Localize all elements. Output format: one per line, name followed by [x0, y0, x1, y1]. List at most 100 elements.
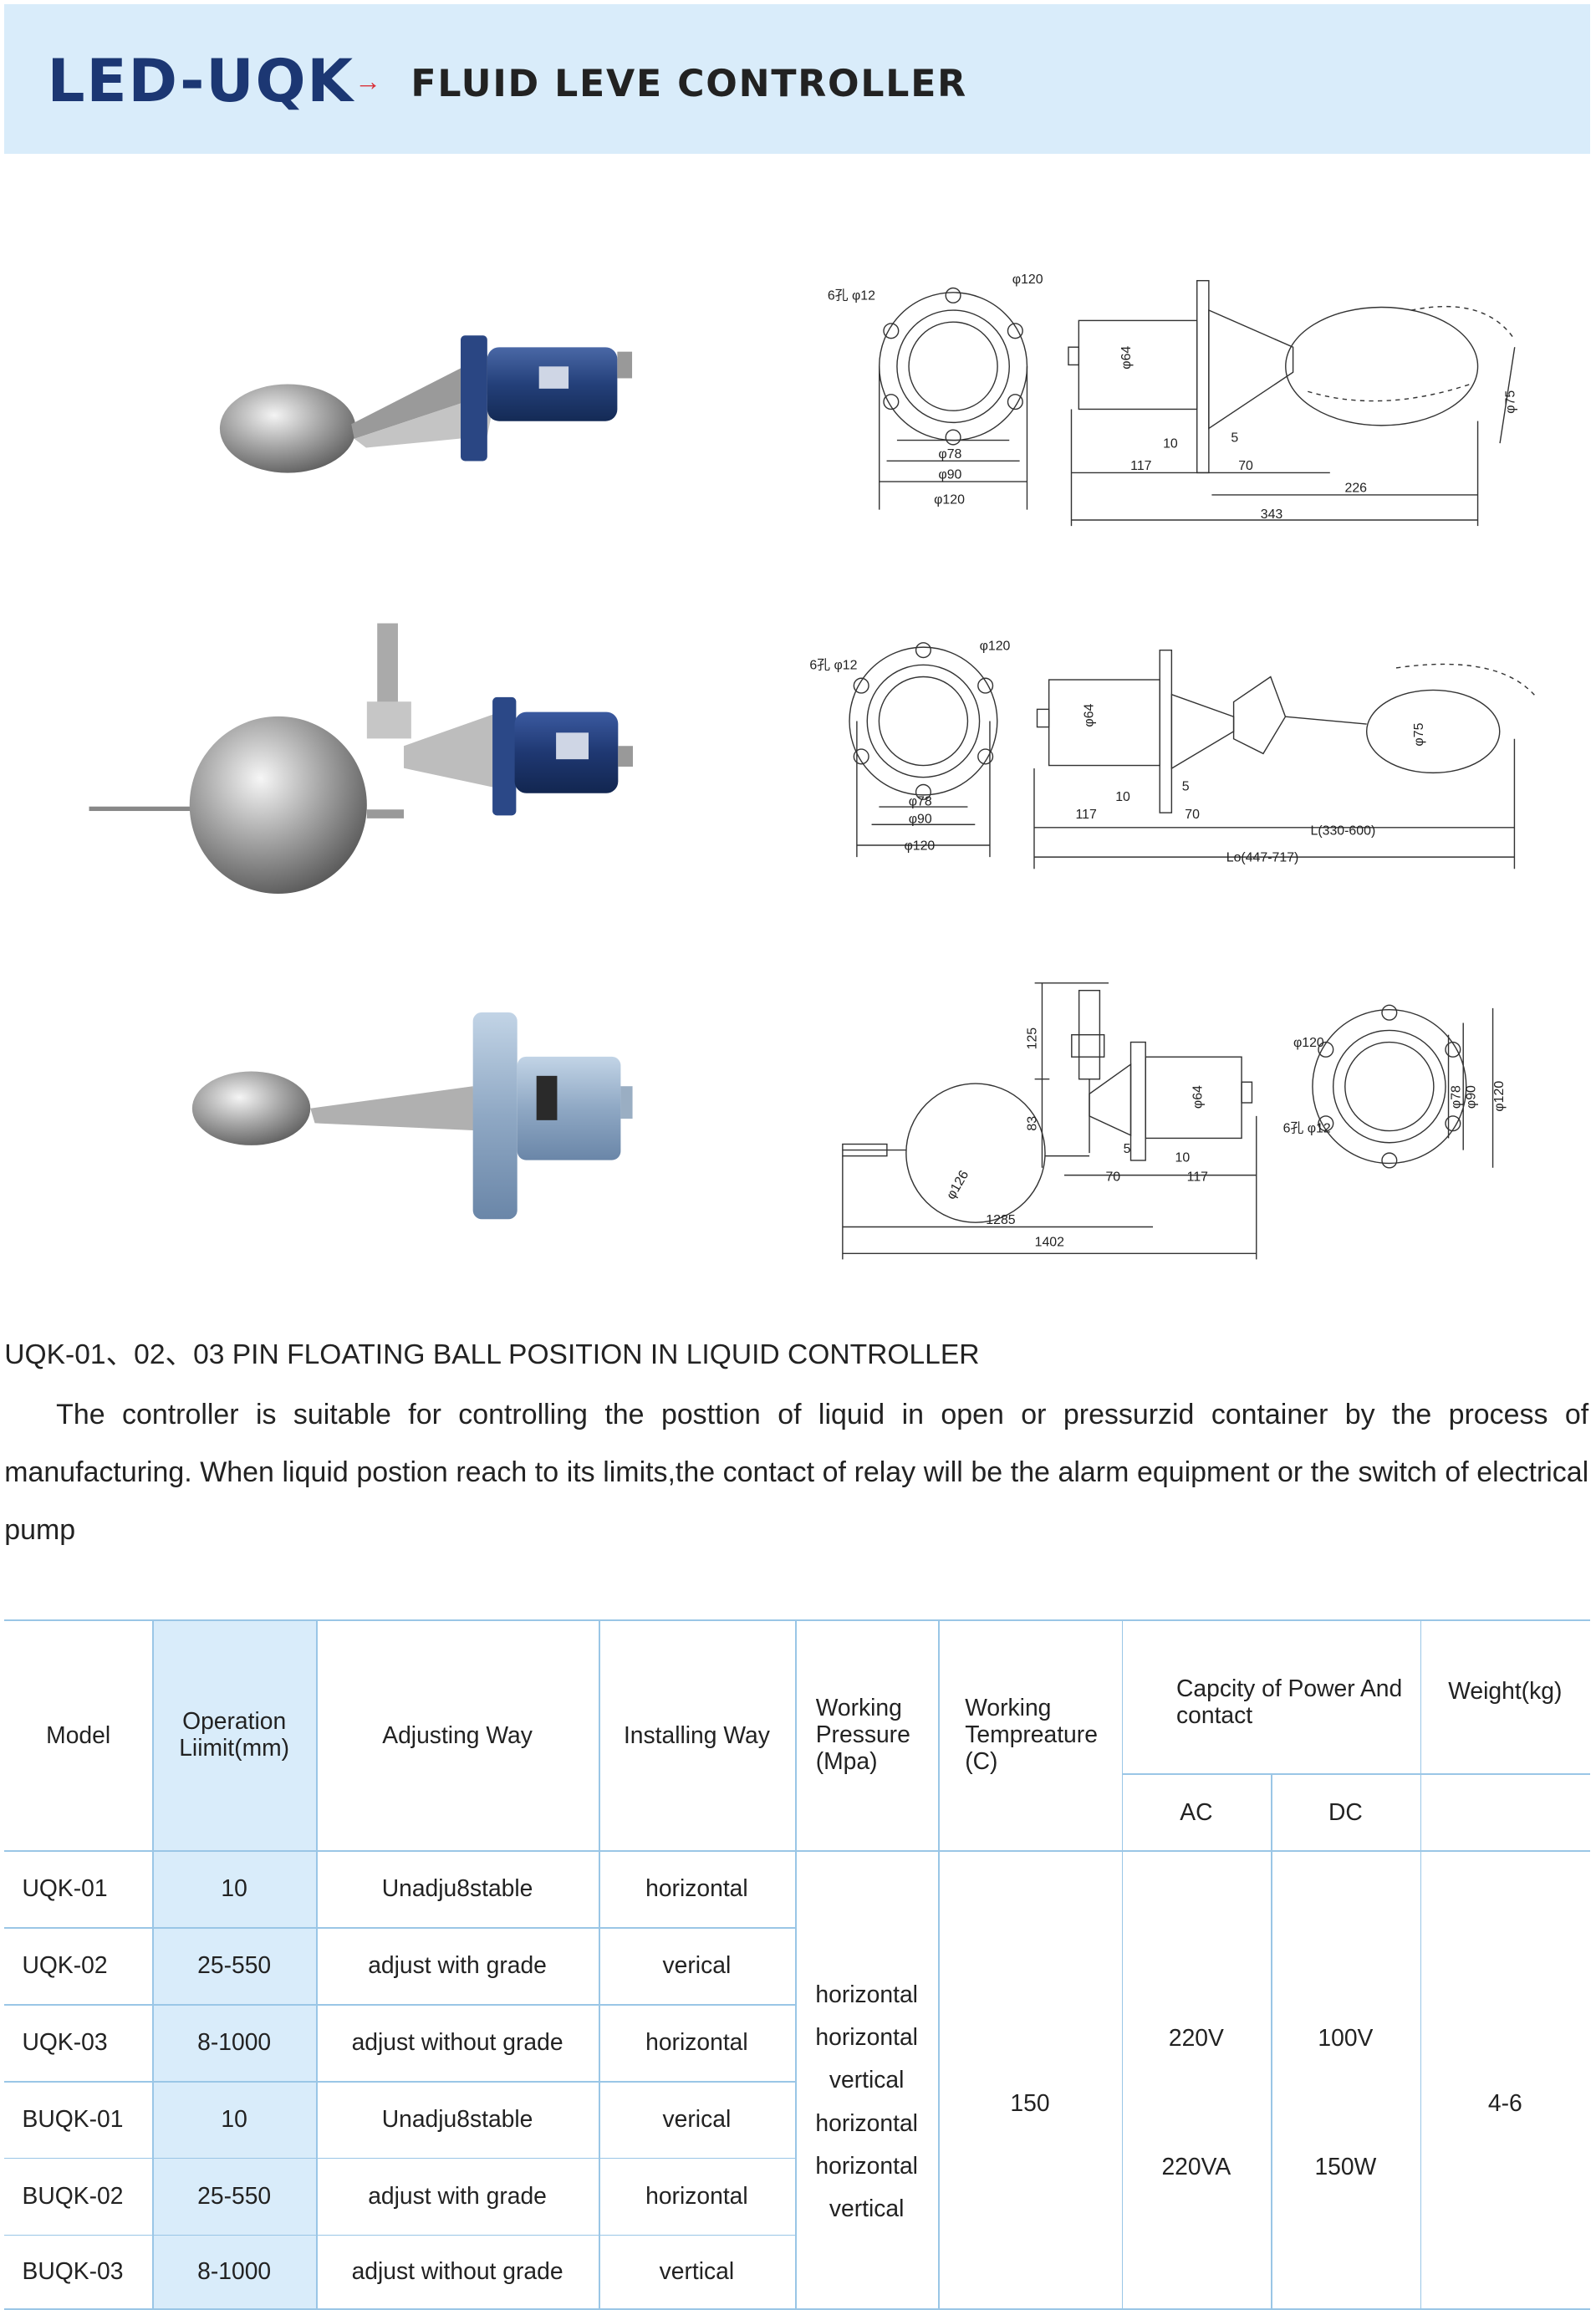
table-row-4-operation: 10 [221, 2105, 247, 2133]
fig3-dim70: 70 [1105, 1170, 1120, 1184]
table-row-6-installing: vertical [659, 2257, 735, 2285]
fig3-outer-dia: φ120 [1293, 1035, 1324, 1049]
table-row-2-installing: verical [662, 1951, 732, 1979]
table-row-3-installing: horizontal [645, 2028, 748, 2056]
header-adjusting: Adjusting Way [382, 1721, 533, 1748]
header-dc: DC [1328, 1798, 1363, 1825]
table-row-3-adjusting: adjust without grade [351, 2028, 563, 2056]
weight-value: 4-6 [1487, 2088, 1522, 2116]
table-row-4-model: BUQK-01 [22, 2105, 124, 2133]
table-row-6-adjusting: adjust without grade [351, 2257, 563, 2285]
fig1-dim226: 226 [1344, 482, 1367, 496]
fig2-d120: φ120 [905, 839, 936, 853]
table-row-5-installing: horizontal [645, 2182, 748, 2210]
pressure-value-2: horizontal [815, 2023, 918, 2050]
table-row-5-model: BUQK-02 [22, 2182, 124, 2210]
fig2-dim70: 70 [1186, 808, 1201, 822]
fig3-dim83: 83 [1025, 1115, 1039, 1130]
fig3-d78: φ78 [1449, 1085, 1463, 1109]
fig3-dim1285: 1285 [986, 1213, 1016, 1227]
table-row-5-operation: 25-550 [197, 2182, 272, 2210]
header-model: Model [46, 1721, 111, 1748]
table-row-2-operation: 25-550 [197, 1951, 272, 1979]
drawing-uqk-01: 6孔 φ12 φ120 φ78 φ90 φ120 φ64 φ75 10 5 11… [828, 273, 1518, 527]
fig2-outer-dia: φ120 [980, 640, 1011, 654]
header-operation: Operation Liimit(mm) [179, 1707, 290, 1762]
table-row-1-operation: 10 [221, 1874, 247, 1902]
spec-table: Model Operation Liimit(mm) Adjusting Way… [4, 1619, 1590, 2310]
fig3-ball-dia: φ126 [944, 1168, 971, 1202]
fig2-dim10: 10 [1116, 790, 1131, 804]
fig3-dim10: 10 [1175, 1150, 1190, 1165]
fig1-body-dia: φ64 [1119, 346, 1134, 370]
table-row-2-adjusting: adjust with grade [368, 1951, 547, 1979]
pressure-value-4: horizontal [815, 2109, 918, 2136]
fig2-d90: φ90 [909, 813, 932, 827]
header-capacity: Capcity of Power And contact [1176, 1675, 1403, 1729]
table-row-1-installing: horizontal [645, 1874, 748, 1902]
fig3-dim5: 5 [1123, 1142, 1130, 1156]
header-weight: Weight(kg) [1448, 1676, 1563, 1704]
fig1-d90: φ90 [938, 468, 961, 482]
table-row-3-operation: 8-1000 [197, 2028, 272, 2056]
dc-value-2: 150W [1314, 2152, 1377, 2180]
table-row-1-adjusting: Unadju8stable [381, 1874, 533, 1902]
header-ac: AC [1180, 1798, 1213, 1825]
product-photo-uqk-03 [191, 1012, 633, 1220]
fig2-ball-dia: φ75 [1412, 722, 1426, 746]
description-paragraph: The controller is suitable for controlli… [4, 1399, 1589, 1546]
pressure-value-3: vertical [829, 2066, 905, 2093]
fig3-dim1402: 1402 [1034, 1235, 1064, 1249]
arrow-icon: → [354, 65, 381, 96]
ac-value-1: 220V [1168, 2024, 1224, 2051]
header-temperature: Working Tempreature (C) [965, 1694, 1098, 1775]
pressure-value-6: vertical [829, 2195, 905, 2222]
model-title: LED-UQK [47, 46, 354, 116]
table-row-6-operation: 8-1000 [197, 2257, 272, 2285]
fig1-hole-label: 6孔 φ12 [828, 288, 875, 303]
header-installing: Installing Way [623, 1721, 770, 1748]
ac-value-2: 220VA [1161, 2152, 1231, 2180]
fig3-hole-label: 6孔 φ12 [1282, 1120, 1330, 1135]
table-row-4-installing: verical [662, 2105, 732, 2133]
product-photo-uqk-02 [89, 623, 633, 895]
fig1-dim10: 10 [1163, 437, 1178, 451]
operation-column-shade [152, 1619, 317, 2310]
table-row-2-model: UQK-02 [22, 1951, 108, 1979]
pressure-value-5: horizontal [815, 2151, 918, 2179]
drawing-buqk-03: 125 83 φ64 φ126 5 10 70 117 1285 1402 φ1… [841, 982, 1507, 1259]
fig3-body-dia: φ64 [1191, 1085, 1205, 1109]
drawing-uqk-02: 6孔 φ12 φ120 φ78 φ90 φ120 φ64 φ75 10 5 11… [810, 640, 1537, 869]
fig1-d120: φ120 [934, 493, 965, 507]
header-band: LED-UQK → FLUID LEVE CONTROLLER [4, 4, 1590, 154]
table-row-5-adjusting: adjust with grade [368, 2182, 547, 2210]
pressure-values: horizontal horizontal vertical horizonta… [795, 1973, 938, 2231]
fig2-dim117: 117 [1076, 808, 1097, 822]
table-row-1-model: UQK-01 [22, 1874, 108, 1902]
fig1-dim343: 343 [1261, 507, 1283, 522]
fig2-dimLo: Lo(447-717) [1226, 850, 1299, 864]
fig2-dimL: L(330-600) [1311, 824, 1376, 839]
pressure-value-1: horizontal [815, 1980, 918, 2007]
table-row-3-model: UQK-03 [22, 2028, 108, 2056]
fig3-dim125: 125 [1025, 1027, 1039, 1049]
fig1-dim70: 70 [1238, 459, 1253, 473]
fig2-body-dia: φ64 [1083, 704, 1097, 727]
fig1-dim5: 5 [1231, 431, 1238, 445]
fig2-d78: φ78 [909, 794, 932, 808]
fig1-d78: φ78 [938, 447, 961, 461]
fig1-dim117: 117 [1130, 459, 1151, 473]
fig2-dim5: 5 [1182, 780, 1190, 794]
product-photo-uqk-01 [220, 335, 633, 473]
page-title: FLUID LEVE CONTROLLER [410, 63, 967, 105]
fig1-outer-dia: φ120 [1012, 273, 1043, 287]
fig2-hole-label: 6孔 φ12 [810, 658, 858, 673]
header-pressure: Working Pressure (Mpa) [815, 1694, 910, 1775]
table-row-6-model: BUQK-03 [22, 2257, 124, 2285]
temperature-value: 150 [1010, 2088, 1050, 2116]
fig3-d120: φ120 [1492, 1080, 1507, 1111]
table-row-4-adjusting: Unadju8stable [381, 2105, 533, 2133]
fig1-ball-dia: φ75 [1504, 390, 1518, 414]
fig3-d90: φ90 [1464, 1085, 1478, 1109]
